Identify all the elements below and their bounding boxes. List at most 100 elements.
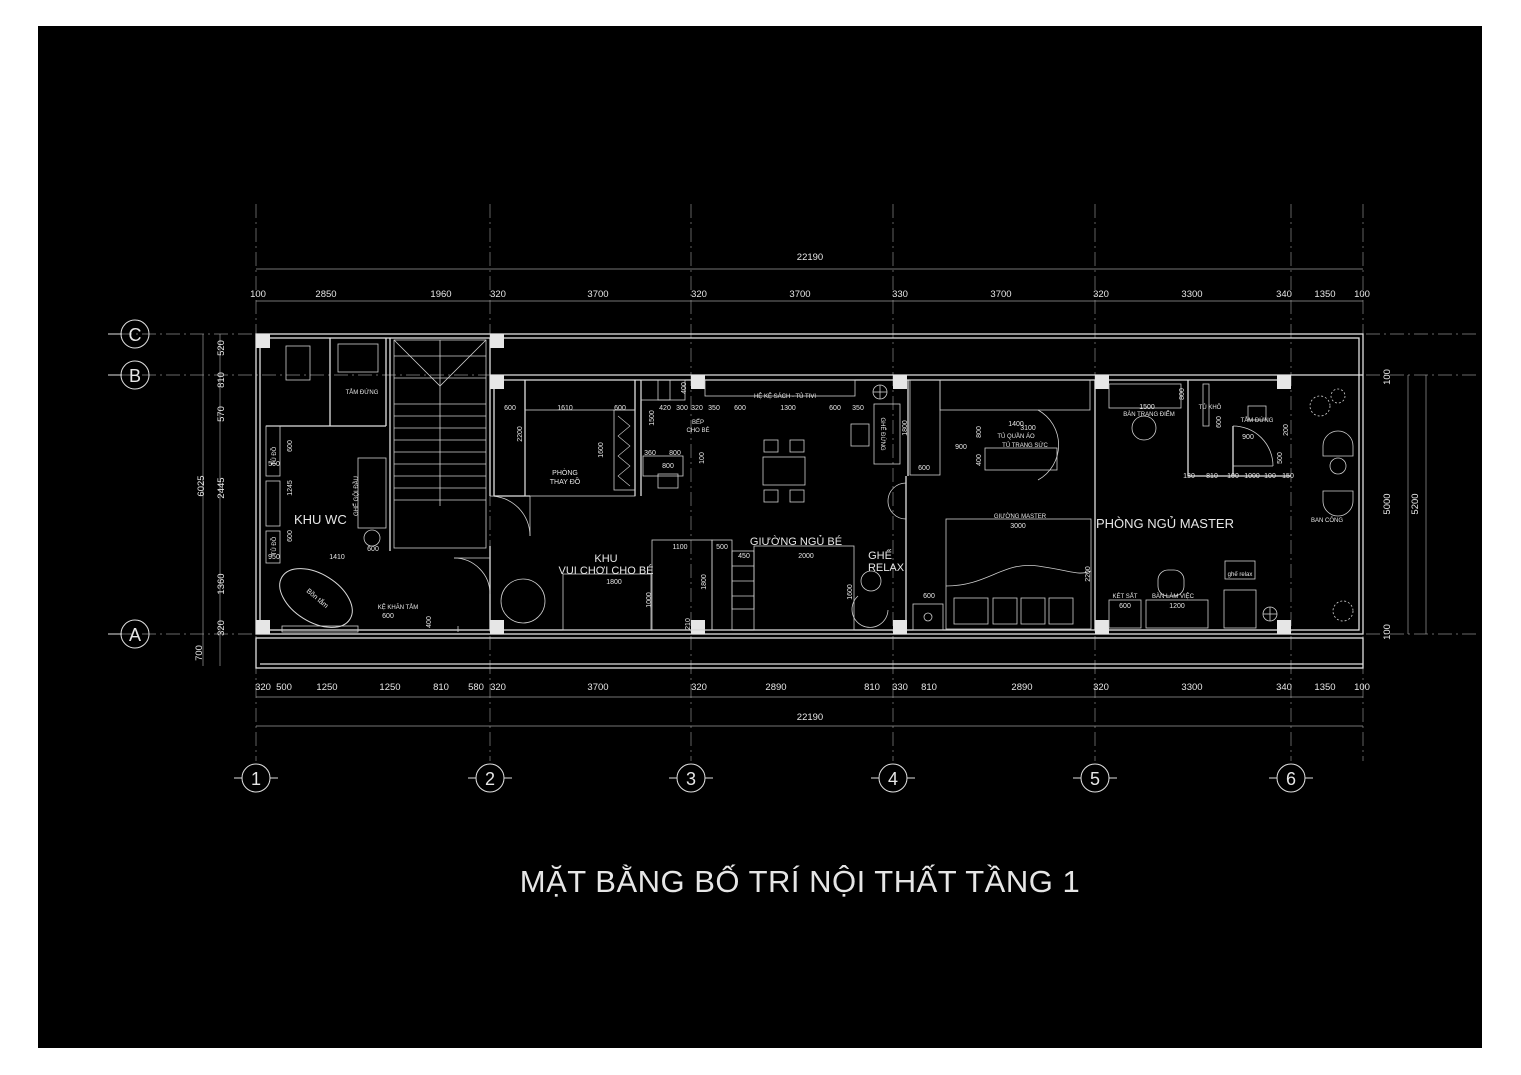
inner-dim: 360 (644, 450, 656, 457)
top-dimensions: 22190 100 2850 1960 320 3700 320 3700 33… (250, 252, 1370, 300)
bottom-dimensions: 320 500 1250 1250 810 580 320 3700 320 2… (255, 682, 1370, 723)
dim-bottom: 1250 (316, 682, 337, 693)
dim-left: 810 (216, 372, 227, 388)
inner-dim: 400 (681, 382, 688, 394)
inner-dim: 600 (614, 405, 626, 412)
kids-furniture (500, 539, 889, 631)
room-balcony: BAN CÔNG (1311, 517, 1343, 524)
inner-dim: 1800 (606, 579, 622, 586)
inner-dim: 800 (669, 450, 681, 457)
dim-bottom: 320 (691, 682, 707, 693)
dim-top: 100 (1354, 289, 1370, 300)
dim-top: 1350 (1314, 289, 1335, 300)
dim-top: 3700 (990, 289, 1011, 300)
label-ghe-relax-small: ghế relax (1228, 572, 1253, 578)
dim-bottom: 810 (864, 682, 880, 693)
dim-left: 520 (216, 340, 227, 356)
dimension-lines (202, 268, 1427, 727)
dim-top: 1960 (430, 289, 451, 300)
room-labels: KHU WC PHÒNG NGỦ MASTER KHU VUI CHƠI CHO… (294, 419, 1343, 577)
label-tu-quan-ao: TỦ QUẦN ÁO (997, 433, 1035, 440)
label-tu-trang-suc: TỦ TRANG SỨC (1002, 442, 1048, 449)
dim-bottom: 320 (255, 682, 271, 693)
inner-dim: 1400 (1008, 421, 1024, 428)
dim-bottom: 810 (921, 682, 937, 693)
dim-right: 100 (1382, 624, 1393, 640)
inner-dim: 100 (699, 452, 706, 464)
axis-bubbles (108, 319, 1313, 793)
inner-dim: 600 (829, 405, 841, 412)
room-play-2: VUI CHƠI CHO BÉ (559, 564, 654, 577)
inner-dim: 2200 (517, 426, 524, 442)
inner-dim: 1410 (329, 554, 345, 561)
inner-dim: 1800 (902, 420, 909, 436)
dim-top: 330 (892, 289, 908, 300)
label-he-ke-sach: HỆ KỆ SÁCH - TỦ TIVI (754, 392, 816, 400)
inner-dim: 1800 (701, 574, 708, 590)
dim-top: 320 (1093, 289, 1109, 300)
dim-bottom: 2890 (765, 682, 786, 693)
dim-top: 100 (250, 289, 266, 300)
dim-top: 2850 (315, 289, 336, 300)
dim-bottom: 2890 (1011, 682, 1032, 693)
label-ban-trang-diem: BÀN TRANG ĐIỂM (1123, 411, 1175, 418)
dim-left-total: 6025 (196, 475, 207, 496)
inner-dim: 600 (367, 546, 379, 553)
staircase (393, 339, 487, 549)
axis-B: B (129, 366, 141, 386)
columns (256, 334, 1291, 634)
dim-bottom: 340 (1276, 682, 1292, 693)
label-tu-kho: TỦ KHÔ (1199, 404, 1222, 411)
inner-dim: 600 (287, 530, 294, 542)
inner-dim: 210 (685, 618, 692, 630)
master-furniture (909, 379, 1278, 631)
inner-dim: 500 (716, 544, 728, 551)
room-kitchen-2: CHO BÉ (686, 427, 709, 434)
inner-dim: 1300 (780, 405, 796, 412)
axis-1: 1 (251, 769, 261, 789)
inner-dim: 350 (708, 405, 720, 412)
label-ke-khan-tam: KỆ KHĂN TẮM (378, 603, 419, 611)
axis-C: C (129, 325, 142, 345)
dim-bottom: 3700 (587, 682, 608, 693)
label-ghe-dung: GHẾ ĐỨNG (879, 417, 886, 450)
dim-top: 340 (1276, 289, 1292, 300)
inner-dim: 800 (976, 426, 983, 438)
change-room-kitchen (524, 379, 686, 497)
inner-dim: 900 (1242, 434, 1254, 441)
inner-dim: 400 (976, 454, 983, 466)
dim-bottom: 100 (1354, 682, 1370, 693)
inner-dim: 600 (734, 405, 746, 412)
label-ban-lam-viec: BÀN LÀM VIỆC (1152, 592, 1195, 600)
inner-dim: 600 (1216, 416, 1223, 428)
room-kid-bed: GIƯỜNG NGỦ BÉ (750, 535, 842, 548)
inner-dim: 400 (426, 616, 433, 628)
inner-dim: 450 (738, 553, 750, 560)
axis-A: A (129, 625, 141, 645)
grid-lines (118, 204, 1478, 761)
inner-dim: 950 (268, 554, 280, 561)
dim-left: 700 (194, 645, 205, 661)
room-master: PHÒNG NGỦ MASTER (1096, 516, 1234, 531)
dim-bottom: 3300 (1181, 682, 1202, 693)
bathtub (279, 568, 353, 628)
inner-dim: 800 (662, 463, 674, 470)
label-tam-dung-2: TẮM ĐỨNG (1241, 416, 1274, 424)
inner-dim: 1100 (672, 544, 687, 551)
inner-dim: 1500 (1139, 404, 1155, 411)
dim-left: 2445 (216, 477, 227, 498)
inner-dim: 1610 (557, 405, 573, 412)
inner-dim: 3100 (1020, 425, 1036, 432)
dim-bottom: 320 (1093, 682, 1109, 693)
axis-3: 3 (686, 769, 696, 789)
inner-dim: 900 (955, 444, 967, 451)
inner-dimensions: 600 1610 600 2200 1600 420 300 320 350 1… (268, 382, 1294, 630)
dim-top-total: 22190 (797, 252, 823, 263)
inner-dim: 810 (1206, 473, 1218, 480)
fixture-labels: TẮM ĐỨNG TỦ ĐỒ TỦ ĐỒ GHẾ GỘI ĐẦU Bồn tắm… (271, 388, 1274, 611)
label-bon-tam: Bồn tắm (305, 586, 331, 610)
inner-dim: 1000 (1244, 473, 1260, 480)
inner-dim: 1600 (847, 584, 854, 600)
inner-dim: 560 (268, 461, 280, 468)
inner-dim: 350 (852, 405, 864, 412)
